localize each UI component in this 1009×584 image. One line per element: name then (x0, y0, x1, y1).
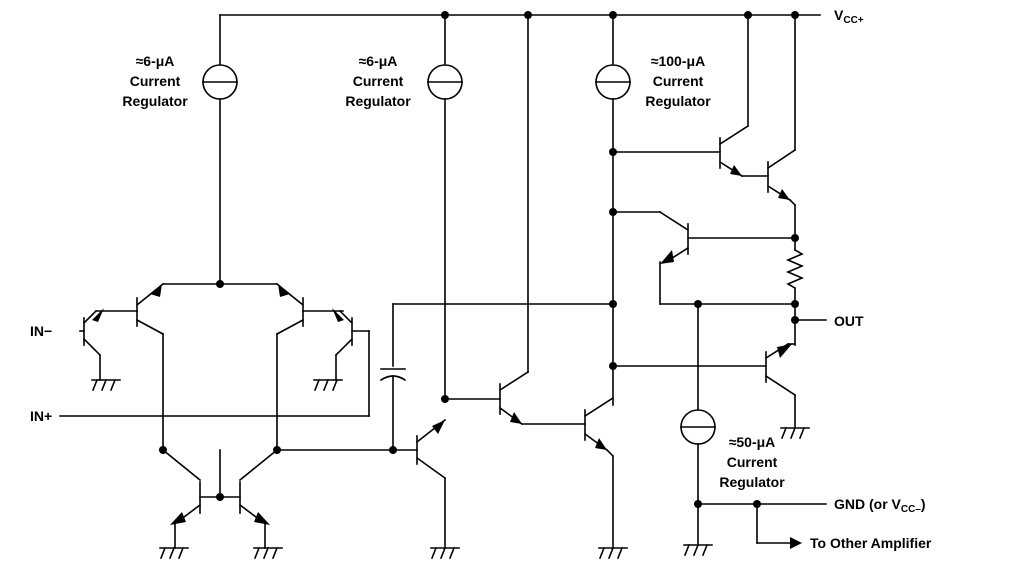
regulator-4-line3: Regulator (719, 474, 785, 490)
vcc-rail (219, 11, 821, 19)
ground-gnd-rail (683, 543, 713, 557)
ground-mirror-right (253, 546, 283, 560)
ground-stage2-left (430, 546, 460, 560)
regulator-3-line3: Regulator (645, 93, 711, 109)
gnd-rail (694, 500, 827, 549)
ground-output (780, 426, 810, 440)
regulator-4-current: ≈50-μA (729, 434, 776, 450)
other-amplifier-label: To Other Amplifier (810, 535, 932, 551)
regulator-1-line2: Current (130, 73, 181, 89)
input-stage (59, 280, 370, 451)
in-plus-label: IN+ (30, 408, 52, 424)
compensation-capacitor (379, 300, 617, 451)
regulator-1-current: ≈6-μA (136, 53, 175, 69)
ground-mirror-left (159, 546, 189, 560)
regulator-2-line2: Current (353, 73, 404, 89)
ground-stage2-right (598, 546, 628, 560)
current-regulator-1 (202, 14, 238, 285)
second-stage (392, 14, 615, 549)
regulator-1-line3: Regulator (122, 93, 188, 109)
ground-input-right (313, 378, 343, 392)
regulator-2-current: ≈6-μA (359, 53, 398, 69)
current-regulator-2 (427, 14, 463, 400)
regulator-4-line2: Current (727, 454, 778, 470)
gnd-label: GND (or VCC–) (834, 496, 926, 515)
out-label: OUT (834, 313, 864, 329)
output-stage (609, 14, 827, 429)
regulator-2-line3: Regulator (345, 93, 411, 109)
regulator-3-line2: Current (653, 73, 704, 89)
in-minus-label: IN− (30, 323, 52, 339)
vcc-label: VCC+ (834, 7, 864, 26)
ground-input-left (91, 378, 121, 392)
regulator-3-current: ≈100-μA (651, 53, 705, 69)
current-mirror (159, 446, 397, 549)
current-regulator-4 (680, 303, 716, 546)
